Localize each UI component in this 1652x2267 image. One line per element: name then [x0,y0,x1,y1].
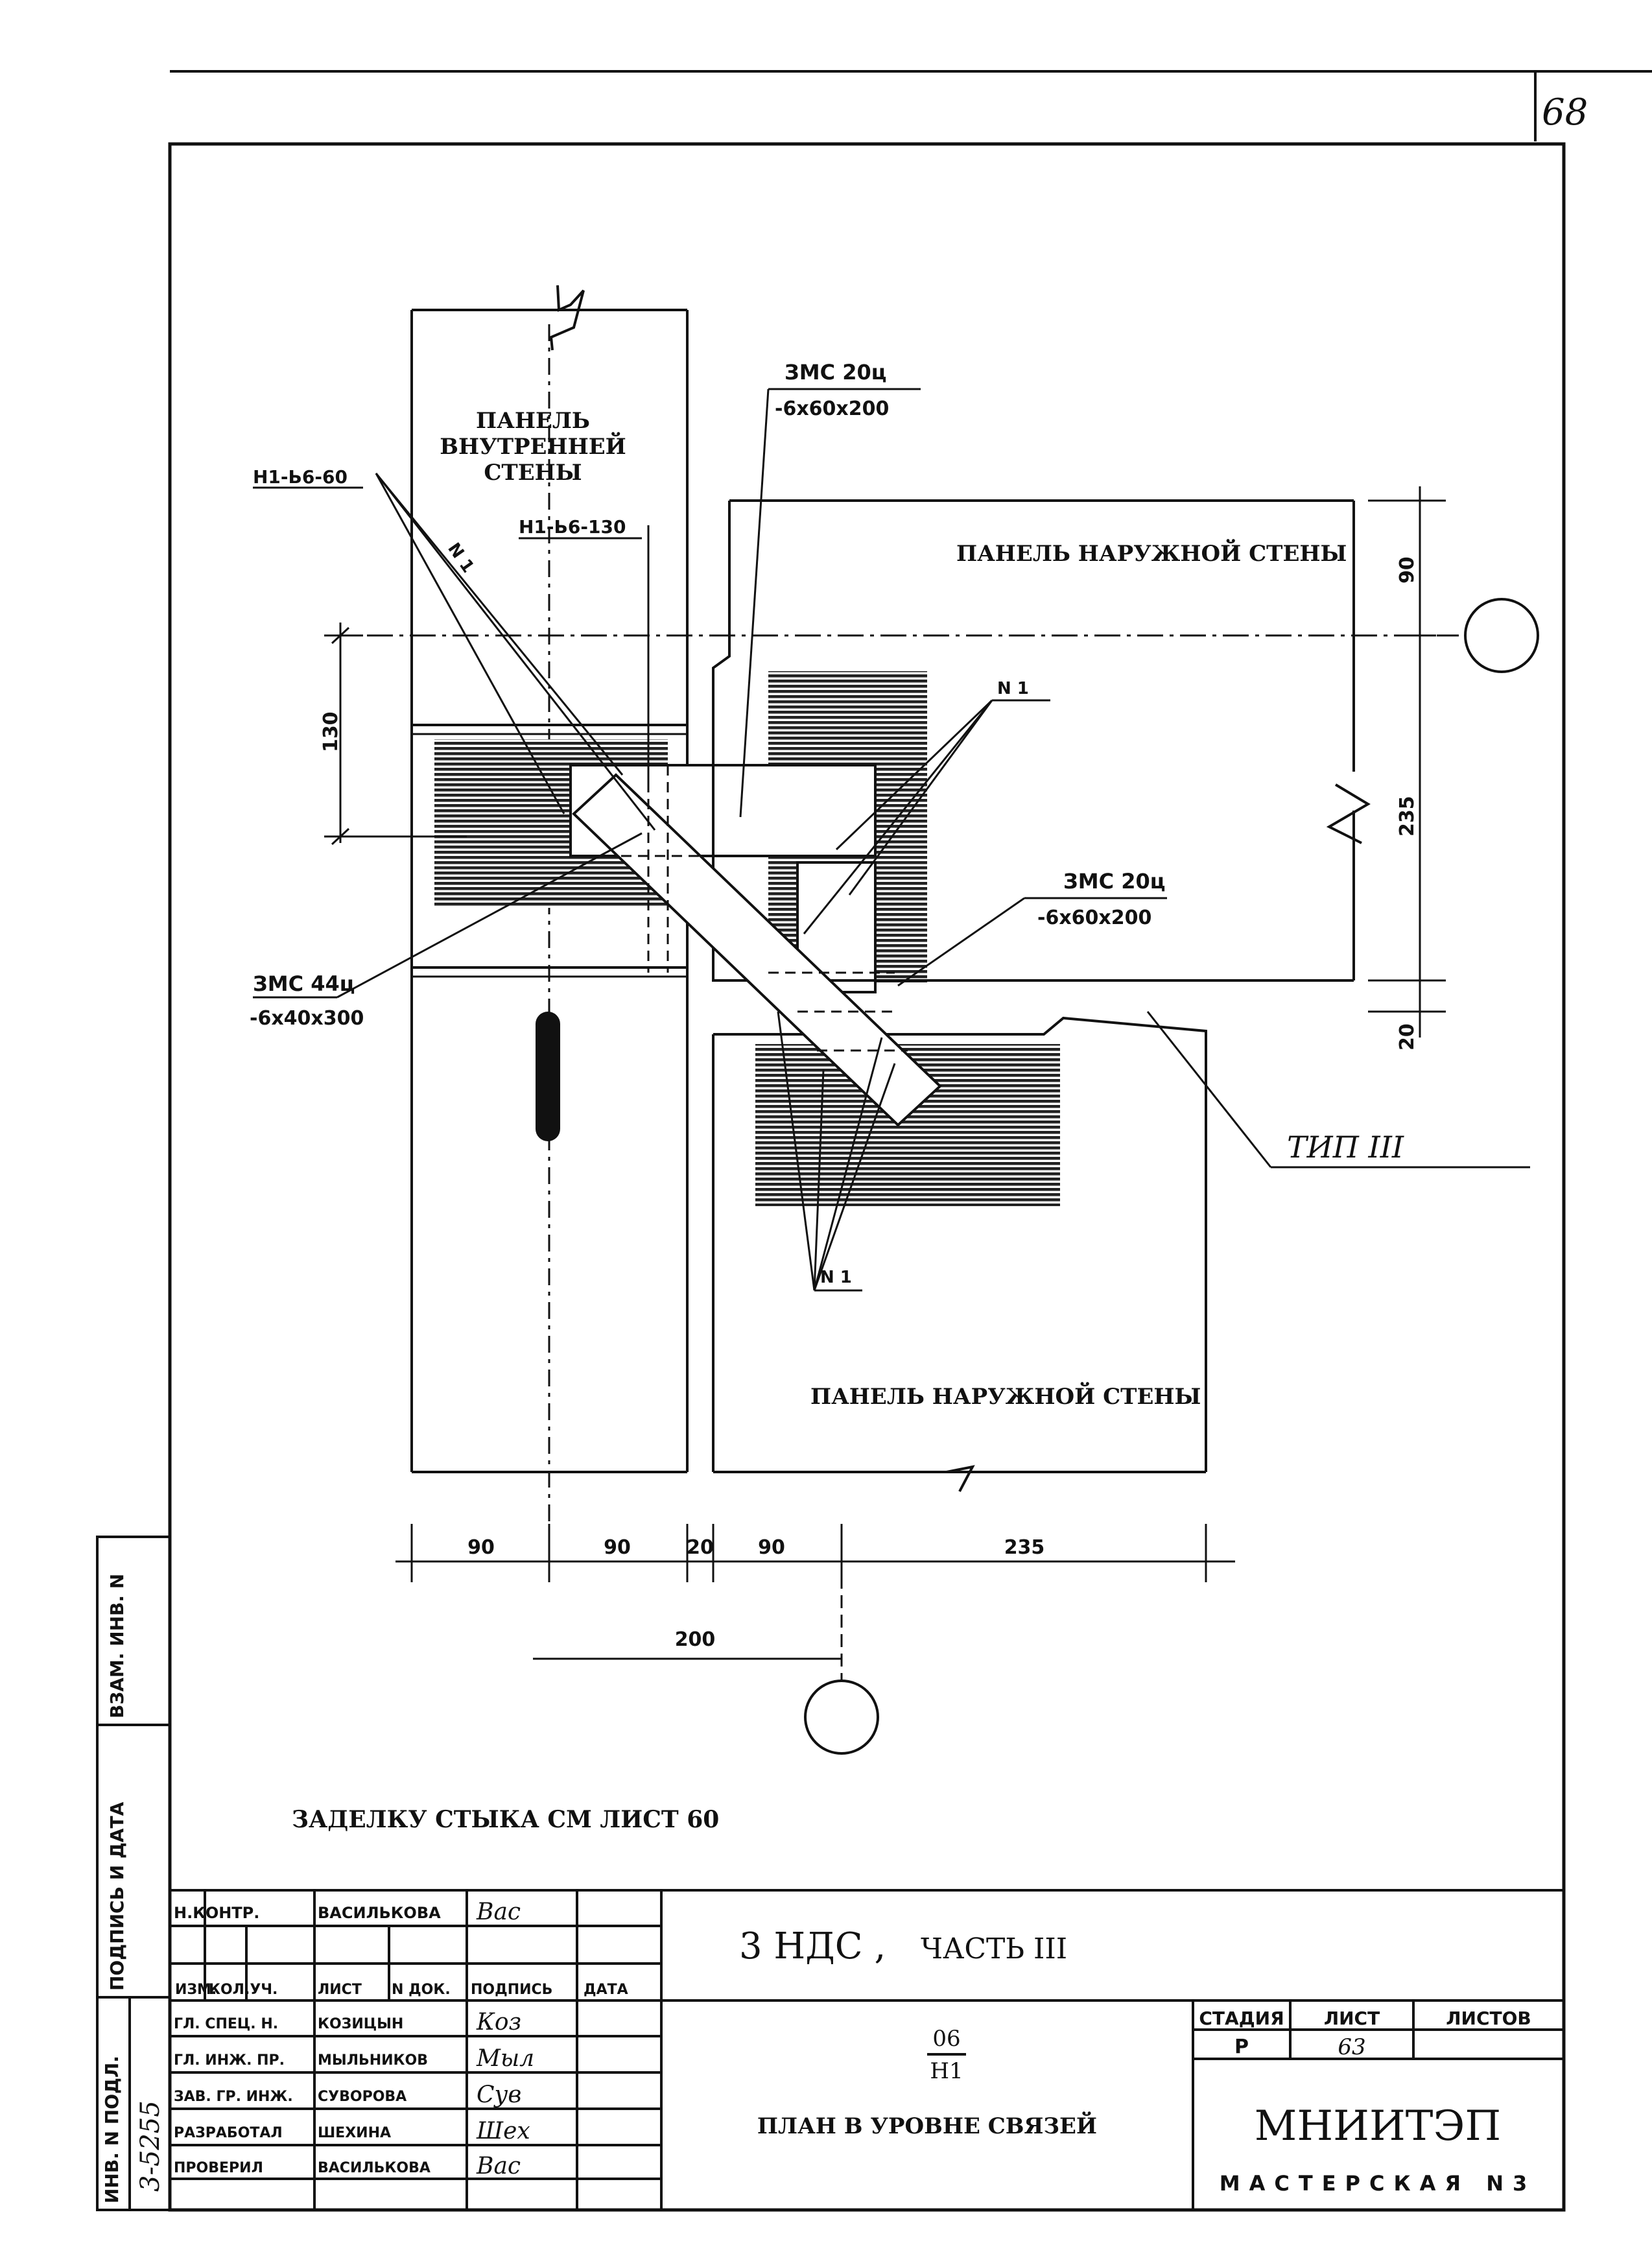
dim-bottom-2: 90 [604,1536,631,1559]
tb-workshop: МАСТЕРСКАЯ N3 [1220,2171,1536,2196]
tb-col-sign: ПОДПИСЬ [471,1982,552,1998]
tb-row5-role: ПРОВЕРИЛ [174,2160,263,2176]
dim-right-90-text: 90 [1396,556,1419,584]
tb-row2-sign: Мыл [476,2045,534,2072]
outer-wall-panel-bottom [712,1016,1207,1473]
tb-row3-name: СУВОРОВА [318,2089,407,2105]
tb-row1-role: ГЛ. СПЕЦ. Н. [174,2016,278,2032]
n1-label-right: N 1 [997,679,1029,698]
drawing-frame [168,142,1566,2212]
side-stamp-value: 3-5255 [136,2100,165,2192]
zmc44-size: -6х40х300 [250,1007,364,1030]
dim-left-130-text: 130 [320,711,342,752]
zmc20-right-size: -6х60х200 [1037,907,1151,929]
tb-row0-sign: Вас [476,1899,521,1925]
slot-opening [536,1012,560,1141]
zmc20-top-name: ЗМС 20ц [785,360,886,385]
tb-row0-role: Н.КОНТР. [174,1904,259,1922]
leader-lines [253,388,1530,1292]
dim-bottom-4: 90 [758,1536,785,1559]
tb-sheet-title: ПЛАН В УРОВНЕ СВЯЗЕЙ [757,2111,1097,2139]
side-stamp-label-3: ИНВ. N ПОДЛ. [101,2056,123,2203]
svg-text:ПАНЕЛЬ: ПАНЕЛЬ [476,408,590,434]
side-stamp-label-1: ВЗАМ. ИНВ. N [106,1574,128,1718]
tb-col-date: ДАТА [584,1982,628,1998]
inner-panel-label: ПАНЕЛЬ ВНУТРЕННЕЙ СТЕНЫ [440,408,626,486]
break-mark-bottom [946,1465,975,1492]
n1-label-bottom: N 1 [820,1268,852,1287]
tb-col-izm: ИЗМ. [175,1982,217,1998]
axis-marker-right [1464,598,1539,673]
dim-right [1368,486,1446,1038]
zmc44-name: ЗМС 44ц [253,971,355,996]
tb-col-list: ЛИСТ [318,1982,362,1998]
outer-wall-panel-top [712,499,1355,982]
tb-row2-role: ГЛ. ИНЖ. ПР. [174,2052,285,2069]
rebar-h1-130-label: Н1-Ь6-130 [519,516,626,538]
tb-org: МНИИТЭП [1255,2102,1501,2150]
break-mark-right [1326,783,1371,844]
n1-label-diag: N 1 [443,540,478,576]
dim-bottom-3: 20 [687,1536,714,1559]
tb-sheet-header: ЛИСТ [1324,2008,1380,2029]
side-stamp-label-2: ПОДПИСЬ И ДАТА [106,1801,128,1991]
joint-note: ЗАДЕЛКУ СТЫКА СМ ЛИСТ 60 [292,1806,719,1833]
tb-part: ЧАСТЬ III [921,1932,1067,1965]
tb-row1-name: КОЗИЦЫН [318,2016,403,2032]
tb-row3-sign: Сув [477,2082,521,2108]
tb-code-top: 06 [932,2026,960,2052]
axis-marker-bottom [804,1679,879,1755]
dim-bottom-5: 235 [1004,1536,1045,1559]
tb-project: 3 НДС , [739,1925,886,1967]
zmc20-top-size: -6х60х200 [775,398,889,420]
plan-drawing: ПАНЕЛЬ ВНУТРЕННЕЙ СТЕНЫ ПАНЕЛЬ НАРУЖНОЙ … [250,285,1539,1833]
dim-left-130 [324,623,467,846]
tb-row4-role: РАЗРАБОТАЛ [174,2125,283,2141]
tb-row0-name: ВАСИЛЬКОВА [318,1904,441,1922]
tb-stage-header: СТАДИЯ [1199,2008,1284,2029]
tb-row1-sign: Коз [476,2009,521,2036]
dim-200-text: 200 [675,1628,716,1651]
outer-panel-top-label: ПАНЕЛЬ НАРУЖНОЙ СТЕНЫ [956,539,1347,567]
zmc20-right-name: ЗМС 20ц [1063,869,1165,894]
dim-right-235-text: 235 [1396,796,1419,837]
outer-panel-bottom-label: ПАНЕЛЬ НАРУЖНОЙ СТЕНЫ [810,1382,1201,1410]
break-mark-top [549,285,585,351]
hidden-lines [571,765,908,1052]
type-label: ТИП III [1287,1130,1404,1165]
tb-col-ndoc: N ДОК. [392,1982,451,1998]
svg-text:ВНУТРЕННЕЙ: ВНУТРЕННЕЙ [440,432,626,460]
title-block [170,1889,1564,2210]
dim-bottom [395,1524,1235,1660]
tb-code-bottom: Н1 [930,2058,963,2084]
sheet-number-corner: 68 [1542,91,1588,134]
dim-right-20-text: 20 [1396,1023,1419,1050]
tb-row5-sign: Вас [476,2153,521,2179]
inner-wall-panel [410,309,689,1473]
plate-zmc44 [572,773,942,1127]
svg-text:СТЕНЫ: СТЕНЫ [484,460,582,486]
tb-row4-name: ШЕХИНА [318,2125,391,2141]
tb-sheets-header: ЛИСТОВ [1446,2008,1531,2029]
tb-stage: Р [1234,2036,1249,2058]
tb-row3-role: ЗАВ. ГР. ИНЖ. [174,2089,293,2105]
tb-col-kolch: КОЛ.УЧ. [209,1982,277,1998]
tb-sheet: 63 [1338,2034,1365,2060]
rebar-h1-60-label: Н1-Ь6-60 [253,466,348,488]
side-stamp [96,1536,171,2211]
tb-row4-sign: Шех [476,2118,530,2144]
dim-bottom-1: 90 [467,1536,495,1559]
tb-row2-name: МЫЛЬНИКОВ [318,2052,428,2069]
tb-row5-name: ВАСИЛЬКОВА [318,2160,431,2176]
